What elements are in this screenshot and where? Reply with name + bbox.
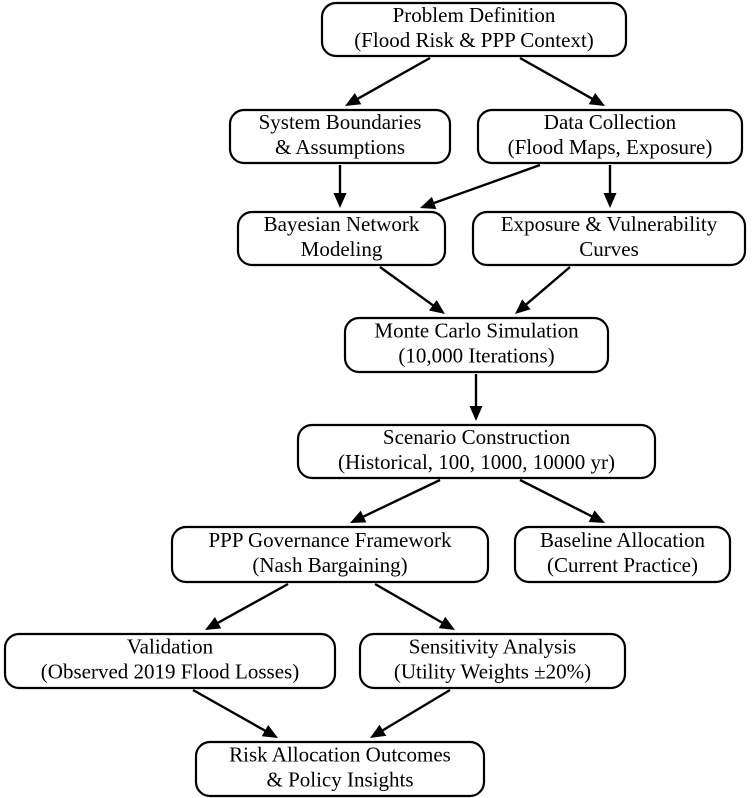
node-box xyxy=(236,210,447,267)
node-scenario-construction[interactable]: Scenario Construction(Historical, 100, 1… xyxy=(296,423,657,480)
node-problem-definition[interactable]: Problem Definition(Flood Risk & PPP Cont… xyxy=(320,1,628,58)
edge-line xyxy=(432,163,541,205)
arrow-head-icon xyxy=(603,193,617,208)
arrow-head-icon xyxy=(333,193,347,208)
node-box xyxy=(513,525,732,584)
arrow-head-icon xyxy=(370,724,387,738)
node-label-line-2: (Flood Risk & PPP Context) xyxy=(354,28,594,52)
arrow-head-icon xyxy=(469,406,483,421)
arrow-head-icon xyxy=(420,196,437,210)
node-box xyxy=(343,316,610,374)
node-label-line-2: (Flood Maps, Exposure) xyxy=(508,135,713,159)
edge-ppp-to-sensitivity xyxy=(374,582,455,630)
edge-exposure-to-montecarlo xyxy=(515,266,571,314)
node-label-line-1: Problem Definition xyxy=(393,3,556,27)
node-sensitivity-analysis[interactable]: Sensitivity Analysis(Utility Weights ±20… xyxy=(358,632,627,690)
edge-montecarlo-to-scenario xyxy=(469,374,483,421)
node-label-line-1: Baseline Allocation xyxy=(540,528,706,552)
edge-problem-to-data xyxy=(519,56,605,106)
edge-line xyxy=(519,56,594,101)
node-box xyxy=(476,108,744,165)
edge-data-to-bayesian xyxy=(420,163,541,210)
edge-problem-to-system xyxy=(345,56,431,106)
arrow-head-icon xyxy=(261,724,278,738)
edge-sensitivity-to-outcomes xyxy=(370,688,451,738)
arrow-head-icon xyxy=(588,92,605,106)
edge-line xyxy=(381,688,451,732)
edge-line xyxy=(374,582,444,625)
edges-layer xyxy=(192,56,617,738)
edge-system-to-bayesian xyxy=(333,165,347,208)
edge-scenario-to-baseline xyxy=(519,478,605,523)
node-label-line-2: (Observed 2019 Flood Losses) xyxy=(41,659,299,683)
edge-scenario-to-ppp xyxy=(350,478,441,523)
node-label-line-2: (Utility Weights ±20%) xyxy=(394,659,591,683)
edge-bayesian-to-montecarlo xyxy=(379,266,445,314)
edge-line xyxy=(361,478,441,519)
edge-line xyxy=(192,688,267,733)
node-box xyxy=(170,525,490,584)
node-system-boundaries[interactable]: System Boundaries& Assumptions xyxy=(228,108,452,165)
nodes-layer: Problem Definition(Flood Risk & PPP Cont… xyxy=(3,1,747,798)
arrow-head-icon xyxy=(515,299,531,314)
node-label-line-1: Data Collection xyxy=(544,110,677,134)
node-box xyxy=(194,740,486,798)
edge-line xyxy=(356,56,431,101)
node-label-line-1: PPP Governance Framework xyxy=(208,528,452,552)
node-label-line-2: (Historical, 100, 1000, 10000 yr) xyxy=(338,450,615,474)
node-label-line-1: Monte Carlo Simulation xyxy=(374,318,579,342)
node-baseline-allocation[interactable]: Baseline Allocation(Current Practice) xyxy=(513,525,732,584)
node-label-line-1: Sensitivity Analysis xyxy=(409,634,576,658)
node-label-line-2: Curves xyxy=(579,237,639,261)
node-label-line-1: Bayesian Network xyxy=(264,212,420,236)
node-label-line-2: (Nash Bargaining) xyxy=(252,553,407,577)
arrow-head-icon xyxy=(350,510,367,523)
node-label-line-2: (Current Practice) xyxy=(547,553,698,577)
node-validation[interactable]: Validation(Observed 2019 Flood Losses) xyxy=(3,632,337,690)
node-label-line-2: (10,000 Iterations) xyxy=(398,343,554,367)
node-label-line-1: Validation xyxy=(127,634,214,658)
node-label-line-2: & Policy Insights xyxy=(266,767,413,791)
arrow-head-icon xyxy=(345,92,362,106)
arrow-head-icon xyxy=(205,617,222,630)
edge-data-to-exposure xyxy=(603,165,617,208)
node-box xyxy=(471,210,747,267)
node-box xyxy=(358,632,627,690)
arrow-head-icon xyxy=(429,299,445,314)
edge-ppp-to-validation xyxy=(205,582,289,630)
node-box xyxy=(320,1,628,58)
node-monte-carlo-simulation[interactable]: Monte Carlo Simulation(10,000 Iterations… xyxy=(343,316,610,374)
edge-validation-to-outcomes xyxy=(192,688,278,738)
node-label-line-1: Risk Allocation Outcomes xyxy=(229,742,451,766)
node-label-line-2: Modeling xyxy=(301,237,383,261)
node-data-collection[interactable]: Data Collection(Flood Maps, Exposure) xyxy=(476,108,744,165)
node-label-line-1: Scenario Construction xyxy=(383,425,571,449)
edge-line xyxy=(379,266,435,307)
edge-line xyxy=(524,266,571,306)
node-box xyxy=(228,108,452,165)
node-ppp-governance-framework[interactable]: PPP Governance Framework(Nash Bargaining… xyxy=(170,525,490,584)
node-risk-allocation-outcomes[interactable]: Risk Allocation Outcomes& Policy Insight… xyxy=(194,740,486,798)
node-label-line-1: System Boundaries xyxy=(259,110,422,134)
edge-line xyxy=(519,478,594,518)
node-box xyxy=(296,423,657,480)
node-label-line-1: Exposure & Vulnerability xyxy=(501,212,718,236)
edge-line xyxy=(216,582,289,625)
arrow-head-icon xyxy=(438,616,455,630)
arrow-head-icon xyxy=(588,510,605,523)
node-box xyxy=(3,632,337,690)
node-label-line-2: & Assumptions xyxy=(275,135,405,159)
